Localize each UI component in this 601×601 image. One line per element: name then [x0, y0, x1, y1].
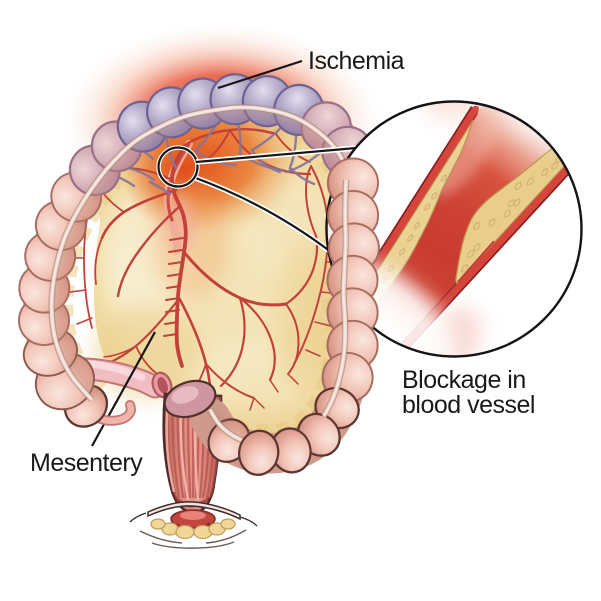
- svg-text:blood vessel: blood vessel: [402, 391, 535, 419]
- svg-text:Ischemia: Ischemia: [308, 47, 405, 75]
- svg-text:Mesentery: Mesentery: [30, 449, 143, 477]
- svg-text:Blockage in: Blockage in: [402, 366, 526, 394]
